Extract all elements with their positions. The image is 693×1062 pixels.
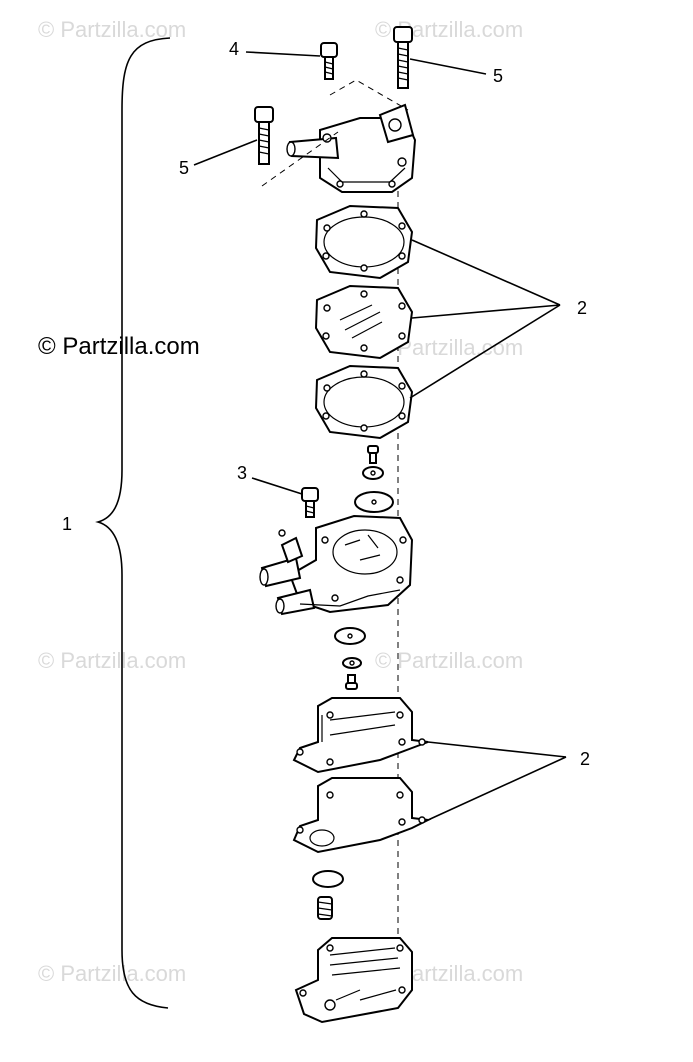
top-cover bbox=[261, 79, 417, 193]
callout-2-upper: 2 bbox=[577, 298, 587, 318]
pump-body bbox=[259, 514, 414, 616]
base-plate bbox=[294, 937, 413, 1024]
gasket-upper bbox=[314, 204, 414, 280]
leader-4 bbox=[245, 51, 321, 57]
screw-4 bbox=[320, 42, 338, 80]
gasket-lower bbox=[314, 364, 414, 440]
callout-1: 1 bbox=[62, 514, 72, 534]
callout-5-left: 5 bbox=[179, 158, 189, 178]
leader-5-left bbox=[193, 139, 258, 166]
valve-stack-upper bbox=[354, 445, 394, 513]
leader-5-top bbox=[409, 58, 487, 75]
leader-3 bbox=[251, 477, 303, 495]
watermark-lower-left: © Partzilla.com bbox=[38, 648, 186, 673]
gasket-plate-lower bbox=[292, 777, 432, 854]
assembly-brace bbox=[95, 37, 171, 1009]
callout-3: 3 bbox=[237, 463, 247, 483]
watermark-dark: © Partzilla.com bbox=[38, 333, 200, 360]
leader-2b-2 bbox=[427, 756, 567, 821]
watermark-top-left: © Partzilla.com bbox=[38, 17, 186, 42]
screw-5-top bbox=[393, 26, 413, 89]
diaphragm bbox=[314, 284, 414, 360]
screw-5-left bbox=[254, 106, 274, 165]
watermark-bottom-left: © Partzilla.com bbox=[38, 961, 186, 986]
leader-2a-3 bbox=[409, 304, 561, 399]
leader-2a-2 bbox=[411, 304, 561, 319]
leader-2b-1 bbox=[427, 741, 567, 758]
leader-lines bbox=[193, 51, 567, 821]
callout-4: 4 bbox=[229, 39, 239, 59]
screw-3 bbox=[301, 487, 319, 518]
gasket-plate-upper bbox=[292, 697, 429, 774]
leader-2a-1 bbox=[411, 239, 561, 306]
callout-labels: 1 2 2 3 4 5 5 bbox=[62, 39, 590, 769]
callout-5-top: 5 bbox=[493, 66, 503, 86]
callout-2-lower: 2 bbox=[580, 749, 590, 769]
valve-stack-lower bbox=[334, 627, 366, 690]
watermarks: © Partzilla.com © Partzilla.com © Partzi… bbox=[38, 17, 523, 986]
disc-and-spring bbox=[312, 870, 344, 920]
watermark-lower-right: © Partzilla.com bbox=[375, 648, 523, 673]
